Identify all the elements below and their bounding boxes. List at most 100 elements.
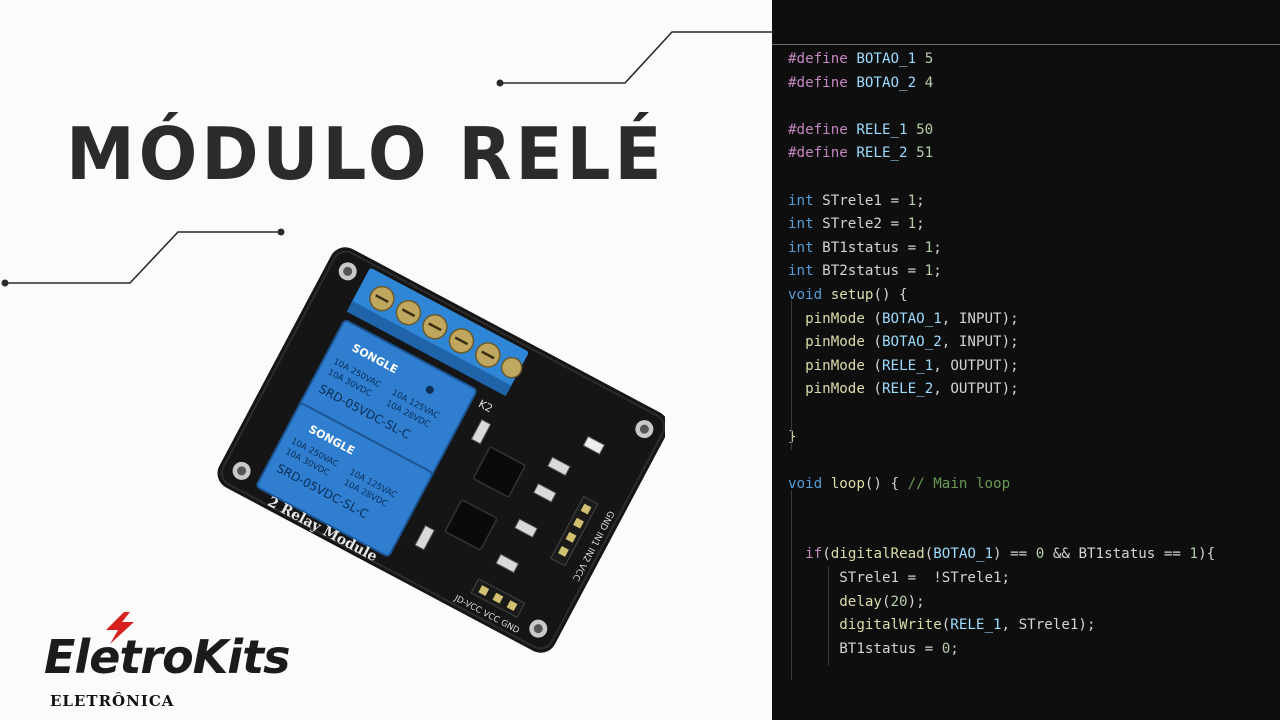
code-token: BOTAO_2 — [856, 74, 917, 91]
code-token: ){ — [1198, 546, 1216, 563]
code-token: #define — [788, 51, 848, 67]
code-token — [916, 75, 925, 91]
code-token: ; — [933, 263, 942, 280]
code-token: , OUTPUT); — [933, 381, 1019, 398]
code-token — [908, 122, 917, 138]
code-token: ( — [941, 617, 951, 634]
code-token: BOTAO_1 — [856, 51, 917, 67]
code-line: int STrele1 = 1; — [788, 190, 1215, 214]
code-token: 20 — [890, 593, 908, 610]
relay-module-image: K1 K2 SONGLE 10A 250VAC 10A 30VDC 10A 12… — [217, 247, 665, 653]
code-token: void — [788, 286, 823, 303]
code-token: #define — [788, 121, 848, 138]
indent-guide — [828, 566, 829, 666]
code-line: pinMode (RELE_1, OUTPUT); — [788, 355, 1215, 379]
code-line: void loop() { // Main loop — [788, 473, 1215, 497]
code-token: 4 — [924, 74, 934, 91]
code-line — [788, 496, 1215, 520]
code-token: STrele2 = — [813, 216, 908, 233]
code-line — [788, 520, 1215, 544]
code-token: 1 — [924, 263, 934, 280]
code-line: pinMode (BOTAO_2, INPUT); — [788, 331, 1215, 355]
code-token: ; — [933, 239, 942, 256]
code-token: () { — [873, 286, 908, 303]
code-token: ); — [907, 593, 925, 610]
code-token: BT2status = — [813, 263, 925, 280]
code-block: #define BOTAO_1 5#define BOTAO_2 4#defin… — [788, 48, 1215, 661]
code-token: RELE_1 — [950, 617, 1002, 634]
logo-subtitle: ELETRÔNICA — [50, 692, 175, 710]
code-line: int STrele2 = 1; — [788, 213, 1215, 237]
code-line: #define RELE_1 50 — [788, 119, 1215, 143]
code-token: BOTAO_1 — [933, 546, 994, 563]
code-token: 50 — [916, 121, 934, 138]
editor-top-border — [772, 44, 1280, 45]
code-token: ( — [924, 546, 934, 563]
code-token: digitalRead — [830, 546, 925, 563]
code-line: } — [788, 426, 1215, 450]
code-token: BOTAO_1 — [881, 310, 942, 327]
code-token: , OUTPUT); — [933, 357, 1019, 374]
code-token: && BT1status == — [1044, 546, 1190, 563]
code-token: int — [788, 263, 814, 280]
code-line: int BT2status = 1; — [788, 260, 1215, 284]
code-token: loop — [830, 475, 865, 492]
code-token: 1 — [924, 239, 934, 256]
code-line: #define BOTAO_1 5 — [788, 48, 1215, 72]
code-token: #define — [788, 74, 848, 91]
code-token: ; — [916, 216, 925, 233]
code-token: ( — [881, 593, 891, 610]
relay-1: SONGLE 10A 250VAC 10A 30VDC 10A 125VAC 1… — [295, 320, 477, 483]
code-token: ( — [864, 334, 882, 351]
logo-brand-text: EletroKits — [44, 630, 290, 684]
code-token: BT1status = — [813, 239, 925, 256]
code-token: int — [788, 192, 814, 209]
screw-terminals — [346, 268, 529, 397]
code-line: delay(20); — [788, 591, 1215, 615]
code-token: RELE_2 — [856, 145, 908, 162]
code-token — [788, 617, 839, 633]
code-line — [788, 95, 1215, 119]
code-token: RELE_2 — [881, 381, 934, 398]
code-token: RELE_1 — [881, 357, 934, 374]
code-token: BT1status = — [788, 640, 942, 657]
code-line: void setup() { — [788, 284, 1215, 308]
code-line — [788, 449, 1215, 473]
code-line: digitalWrite(RELE_1, STrele1); — [788, 614, 1215, 638]
code-token — [908, 145, 917, 161]
code-token — [822, 287, 831, 303]
code-token: ) == — [993, 546, 1036, 563]
indent-guide — [791, 300, 792, 450]
code-token: 1 — [1189, 546, 1199, 563]
code-token: delay — [839, 593, 882, 610]
code-line: #define RELE_2 51 — [788, 142, 1215, 166]
code-line: if(digitalRead(BOTAO_1) == 0 && BT1statu… — [788, 543, 1215, 567]
code-token: 0 — [941, 640, 951, 657]
code-token: ( — [864, 381, 882, 398]
code-token: STrele1 = !STrele1; — [788, 570, 1011, 587]
brand-logo: EletroKits ELETRÔNICA — [44, 612, 344, 712]
code-token — [788, 594, 839, 610]
code-token: 0 — [1035, 546, 1045, 563]
code-token: ( — [822, 546, 831, 563]
indent-guide — [791, 490, 792, 680]
code-token — [822, 476, 831, 492]
code-token: if — [805, 546, 823, 563]
code-line: BT1status = 0; — [788, 638, 1215, 662]
code-line: #define BOTAO_2 4 — [788, 72, 1215, 96]
code-line — [788, 166, 1215, 190]
code-token: STrele1 = — [813, 192, 908, 209]
code-token — [916, 51, 925, 67]
code-token: ; — [916, 192, 925, 209]
code-token: void — [788, 475, 823, 492]
code-token: pinMode — [805, 334, 865, 351]
code-token: , INPUT); — [941, 334, 1019, 351]
code-token: } — [788, 428, 797, 445]
circuit-lines-decoration — [1, 31, 772, 287]
code-token: int — [788, 239, 814, 256]
label-k2: K2 — [476, 397, 495, 415]
code-token: ( — [864, 310, 882, 327]
code-token: 1 — [907, 216, 917, 233]
code-line — [788, 402, 1215, 426]
code-line: int BT1status = 1; — [788, 237, 1215, 261]
